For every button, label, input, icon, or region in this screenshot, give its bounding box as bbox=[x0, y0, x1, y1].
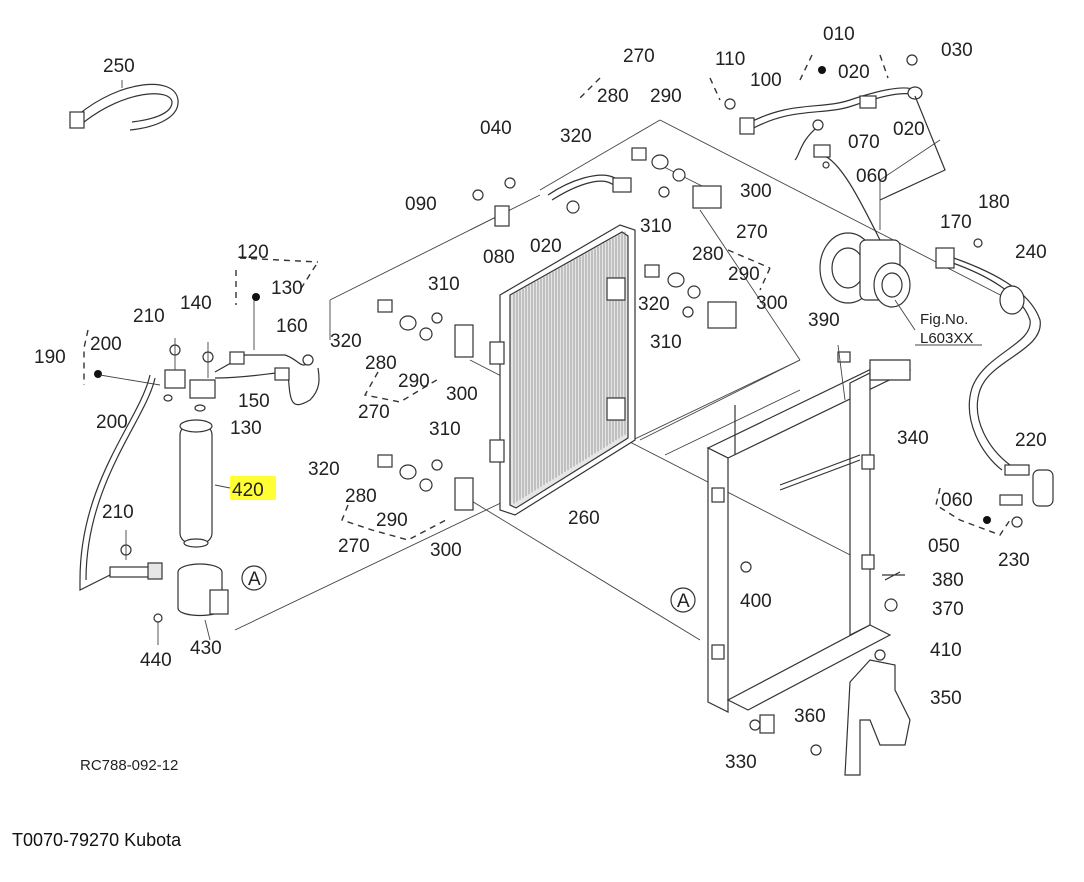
label-040: 040 bbox=[480, 118, 512, 139]
label-280-left: 280 bbox=[365, 353, 397, 374]
label-020-top: 020 bbox=[838, 62, 870, 83]
label-250: 250 bbox=[103, 56, 135, 77]
ref-a-right-circle bbox=[670, 587, 696, 613]
label-220: 220 bbox=[1015, 430, 1047, 451]
dryer-fittings bbox=[79, 293, 320, 591]
label-410: 410 bbox=[930, 640, 962, 661]
label-300-mid: 300 bbox=[756, 293, 788, 314]
label-120: 120 bbox=[237, 242, 269, 263]
label-140: 140 bbox=[180, 293, 212, 314]
label-430: 430 bbox=[190, 638, 222, 659]
label-190: 190 bbox=[34, 347, 66, 368]
label-400: 400 bbox=[740, 591, 772, 612]
label-060-right: 060 bbox=[941, 490, 973, 511]
label-270-mid: 270 bbox=[736, 222, 768, 243]
label-370: 370 bbox=[932, 599, 964, 620]
part-250-hose-band bbox=[69, 80, 179, 131]
label-270-left: 270 bbox=[358, 402, 390, 423]
label-330: 330 bbox=[725, 752, 757, 773]
label-110: 110 bbox=[715, 49, 745, 70]
label-300-left: 300 bbox=[446, 384, 478, 405]
part-labels: 250 270 010 110 100 020 030 280 290 020 … bbox=[34, 24, 1047, 774]
part-420-receiver-dryer bbox=[179, 419, 231, 548]
label-270-top: 270 bbox=[623, 46, 655, 67]
label-230: 230 bbox=[998, 550, 1030, 571]
label-270-lower: 270 bbox=[338, 536, 370, 557]
ref-a-left-circle bbox=[241, 565, 267, 591]
label-130-top: 130 bbox=[271, 278, 303, 299]
label-340: 340 bbox=[897, 428, 929, 449]
part-430-bracket bbox=[177, 563, 229, 641]
label-050: 050 bbox=[928, 536, 960, 557]
label-320-mid: 320 bbox=[638, 294, 670, 315]
label-210-bottom: 210 bbox=[102, 502, 134, 523]
dashed-group-marks bbox=[83, 54, 1011, 541]
ref-a-right: A bbox=[677, 591, 690, 612]
part-260-condenser bbox=[489, 224, 636, 516]
label-080: 080 bbox=[483, 247, 515, 268]
upper-piping bbox=[377, 147, 737, 511]
label-010: 010 bbox=[823, 24, 855, 45]
label-280-lower: 280 bbox=[345, 486, 377, 507]
label-390: 390 bbox=[808, 310, 840, 331]
part-350-bracket bbox=[749, 571, 911, 776]
label-020-right: 020 bbox=[893, 119, 925, 140]
label-300-lower: 300 bbox=[430, 540, 462, 561]
label-240: 240 bbox=[1015, 242, 1047, 263]
label-200-bottom: 200 bbox=[96, 412, 128, 433]
compressor bbox=[819, 232, 982, 346]
label-440: 440 bbox=[140, 650, 172, 671]
label-310-mid: 310 bbox=[650, 332, 682, 353]
right-hose bbox=[935, 238, 1054, 528]
ref-a-left: A bbox=[248, 569, 261, 590]
label-100: 100 bbox=[750, 70, 782, 91]
label-290-left: 290 bbox=[398, 371, 430, 392]
label-030: 030 bbox=[941, 40, 973, 61]
part-340-frame bbox=[706, 344, 912, 713]
label-320-left: 320 bbox=[330, 331, 362, 352]
label-180: 180 bbox=[978, 192, 1010, 213]
label-260: 260 bbox=[568, 508, 600, 529]
label-280-top: 280 bbox=[597, 86, 629, 107]
caption: T0070-79270 Kubota bbox=[12, 830, 182, 850]
drawing-code: RC788-092-12 bbox=[80, 757, 178, 774]
label-300-top: 300 bbox=[740, 181, 772, 202]
label-290-top: 290 bbox=[650, 86, 682, 107]
label-160: 160 bbox=[276, 316, 308, 337]
label-280-mid: 280 bbox=[692, 244, 724, 265]
fig-no-label: Fig.No. bbox=[920, 311, 968, 328]
label-380: 380 bbox=[932, 570, 964, 591]
label-320-lower: 320 bbox=[308, 459, 340, 480]
label-420: 420 bbox=[232, 480, 264, 501]
label-150: 150 bbox=[238, 391, 270, 412]
label-350: 350 bbox=[930, 688, 962, 709]
compressor-lines bbox=[724, 54, 946, 241]
label-290-mid: 290 bbox=[728, 264, 760, 285]
label-170: 170 bbox=[940, 212, 972, 233]
label-210-top: 210 bbox=[133, 306, 165, 327]
label-090: 090 bbox=[405, 194, 437, 215]
label-310-lower: 310 bbox=[429, 419, 461, 440]
label-200-top: 200 bbox=[90, 334, 122, 355]
highlight-420 bbox=[230, 476, 276, 500]
label-020-mid: 020 bbox=[530, 236, 562, 257]
label-320-top: 320 bbox=[560, 126, 592, 147]
label-360: 360 bbox=[794, 706, 826, 727]
label-310-left: 310 bbox=[428, 274, 460, 295]
label-060-top: 060 bbox=[856, 166, 888, 187]
label-310-top: 310 bbox=[640, 216, 672, 237]
reference-marks bbox=[241, 565, 696, 613]
part-440-bolt bbox=[153, 613, 163, 645]
label-070: 070 bbox=[848, 132, 880, 153]
label-290-lower: 290 bbox=[376, 510, 408, 531]
label-130-bottom: 130 bbox=[230, 418, 262, 439]
fig-no-code: L603XX bbox=[920, 330, 973, 347]
